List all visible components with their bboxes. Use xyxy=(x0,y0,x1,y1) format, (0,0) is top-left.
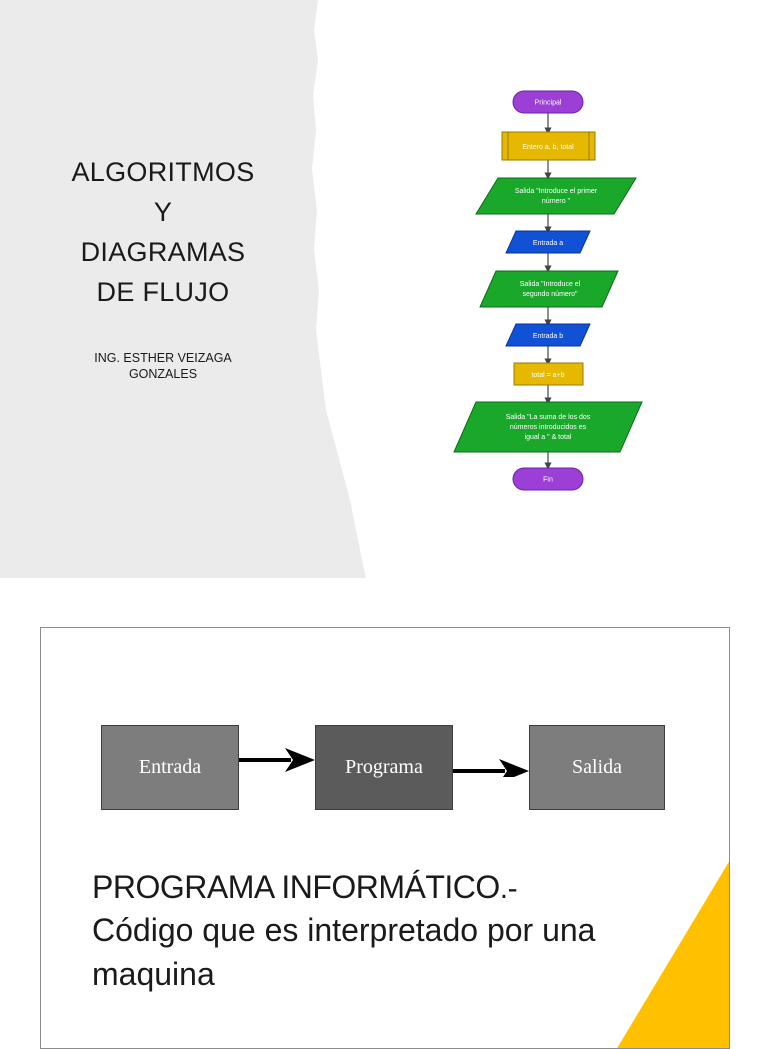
flowchart-label: total = a+b xyxy=(531,372,564,379)
flowchart-label: Salida "Introduce el primer xyxy=(515,188,598,195)
title-line: DE FLUJO xyxy=(96,277,230,307)
flowchart-label: igual a " & total xyxy=(525,434,572,441)
flowchart-label: segundo número" xyxy=(522,291,578,298)
flowchart-label: Salida "Introduce el xyxy=(520,281,581,288)
definition-heading: PROGRAMA INFORMÁTICO.- xyxy=(92,868,652,908)
heading-term: PROGRAMA INFORMÁTICO xyxy=(92,869,500,905)
flowchart-label: Entrada a xyxy=(533,240,563,247)
torn-paper-background xyxy=(0,0,366,578)
flowchart-start-terminal: Principal xyxy=(512,90,584,114)
definition-slide: Entrada Programa Salida PROGRAMA INFORMÁ… xyxy=(40,627,730,1049)
definition-text: PROGRAMA INFORMÁTICO.- Código que es int… xyxy=(92,868,652,996)
flowchart-output-box: Salida "La suma de los dos números intro… xyxy=(453,401,643,453)
flowchart-input-box: Entrada a xyxy=(505,230,591,254)
author-line: ING. ESTHER VEIZAGA xyxy=(94,351,232,365)
title-line: ALGORITMOS xyxy=(71,157,255,187)
entrada-box: Entrada xyxy=(101,725,239,810)
flowchart-declare-box: Entero a, b, total xyxy=(501,131,596,161)
flowchart-assign-box: total = a+b xyxy=(513,362,584,386)
title-slide: ALGORITMOS Y DIAGRAMAS DE FLUJO ING. EST… xyxy=(0,0,643,578)
flowchart-output-box: Salida "Introduce el segundo número" xyxy=(479,270,619,308)
definition-body: Código que es interpretado por una maqui… xyxy=(92,912,596,992)
flowchart-label: números introducidos es xyxy=(510,424,587,431)
flowchart-label: Fin xyxy=(543,477,553,484)
flowchart-diagram: Principal Entero a, b, total Salida "Int… xyxy=(453,90,643,491)
arrow-right-icon xyxy=(453,759,529,777)
flowchart-label: Entrada b xyxy=(533,333,563,340)
heading-suffix: .- xyxy=(499,872,518,905)
author-name: ING. ESTHER VEIZAGA GONZALES xyxy=(60,350,266,382)
author-line: GONZALES xyxy=(128,367,198,381)
arrow-right-icon xyxy=(239,748,315,772)
programa-box: Programa xyxy=(315,725,453,810)
title-line: DIAGRAMAS xyxy=(80,237,246,267)
flowchart-label: Salida "La suma de los dos xyxy=(506,414,591,421)
title-line: Y xyxy=(153,197,173,227)
flowchart-label: número " xyxy=(542,198,571,205)
flowchart-input-box: Entrada b xyxy=(505,323,591,347)
slide-title: ALGORITMOS Y DIAGRAMAS DE FLUJO xyxy=(40,152,286,312)
flowchart-label: Entero a, b, total xyxy=(522,144,574,151)
flowchart-label: Principal xyxy=(535,100,562,107)
flowchart-output-box: Salida "Introduce el primer número " xyxy=(475,177,637,215)
yellow-accent-triangle xyxy=(617,861,729,1048)
salida-box: Salida xyxy=(529,725,665,810)
flowchart-end-terminal: Fin xyxy=(512,467,584,491)
